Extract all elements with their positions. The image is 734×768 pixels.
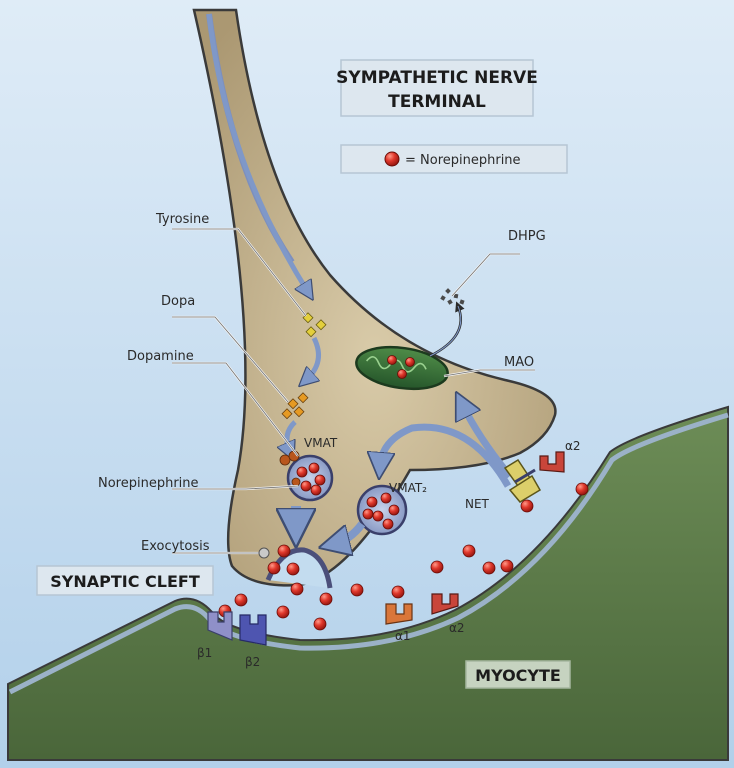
- legend-text: = Norepinephrine: [405, 153, 521, 168]
- label-tyrosine: Tyrosine: [155, 212, 209, 227]
- legend-norepinephrine-marker: [384, 151, 400, 167]
- label-beta2: β2: [245, 655, 260, 669]
- alpha2-presynaptic-receptor: [539, 451, 565, 473]
- label-vmat: VMAT: [304, 436, 338, 450]
- leader-lines-outline: [172, 228, 535, 554]
- label-dhpg: DHPG: [508, 229, 546, 244]
- vmat2-to-release-arrow: [334, 521, 366, 544]
- vmat2-vesicle: [356, 484, 408, 536]
- label-vmat2: VMAT₂: [389, 481, 427, 495]
- alpha2-postsynaptic-receptor: [431, 593, 459, 615]
- exocytosis-marker: [258, 547, 270, 559]
- vmat-vesicle: [286, 454, 334, 502]
- beta2-receptor: [239, 614, 267, 646]
- label-beta1: β1: [197, 646, 212, 660]
- synaptic-cleft-label: SYNAPTIC CLEFT: [50, 572, 200, 591]
- dopa-to-dopamine-arrow: [287, 420, 297, 452]
- label-exocytosis: Exocytosis: [141, 539, 210, 554]
- myocyte-box: [465, 660, 571, 689]
- dopamine-molecule: [279, 454, 291, 466]
- tyrosine-to-dopa-arrow: [306, 336, 321, 380]
- dopa-molecules: [281, 392, 309, 420]
- axon-transport-arrow: [206, 13, 308, 292]
- dhpg-particles: [440, 288, 465, 305]
- synaptic-cleft-box: [36, 565, 214, 596]
- label-alpha1: α1: [395, 629, 411, 643]
- title-box: [340, 59, 534, 117]
- tyrosine-molecules: [302, 312, 327, 338]
- label-dopa: Dopa: [161, 294, 195, 309]
- alpha1-receptor: [385, 603, 413, 625]
- beta1-receptor: [207, 611, 233, 641]
- label-net: NET: [465, 497, 490, 511]
- label-alpha2-bottom: α2: [449, 621, 465, 635]
- net-transporter: [503, 458, 542, 503]
- label-alpha2-top: α2: [565, 439, 581, 453]
- title-line-2: TERMINAL: [388, 92, 486, 112]
- label-dopamine: Dopamine: [127, 349, 194, 364]
- reuptake-to-mao-arrow: [462, 404, 513, 479]
- legend-box: [340, 144, 568, 174]
- mao-to-dhpg-arrow-fill: [429, 305, 462, 357]
- title-line-1: SYMPATHETIC NERVE: [336, 68, 538, 88]
- reuptake-to-vmat2-arrow: [380, 423, 512, 488]
- myocyte-label: MYOCYTE: [475, 666, 561, 685]
- label-norepinephrine: Norepinephrine: [98, 476, 199, 491]
- label-mao: MAO: [504, 355, 534, 370]
